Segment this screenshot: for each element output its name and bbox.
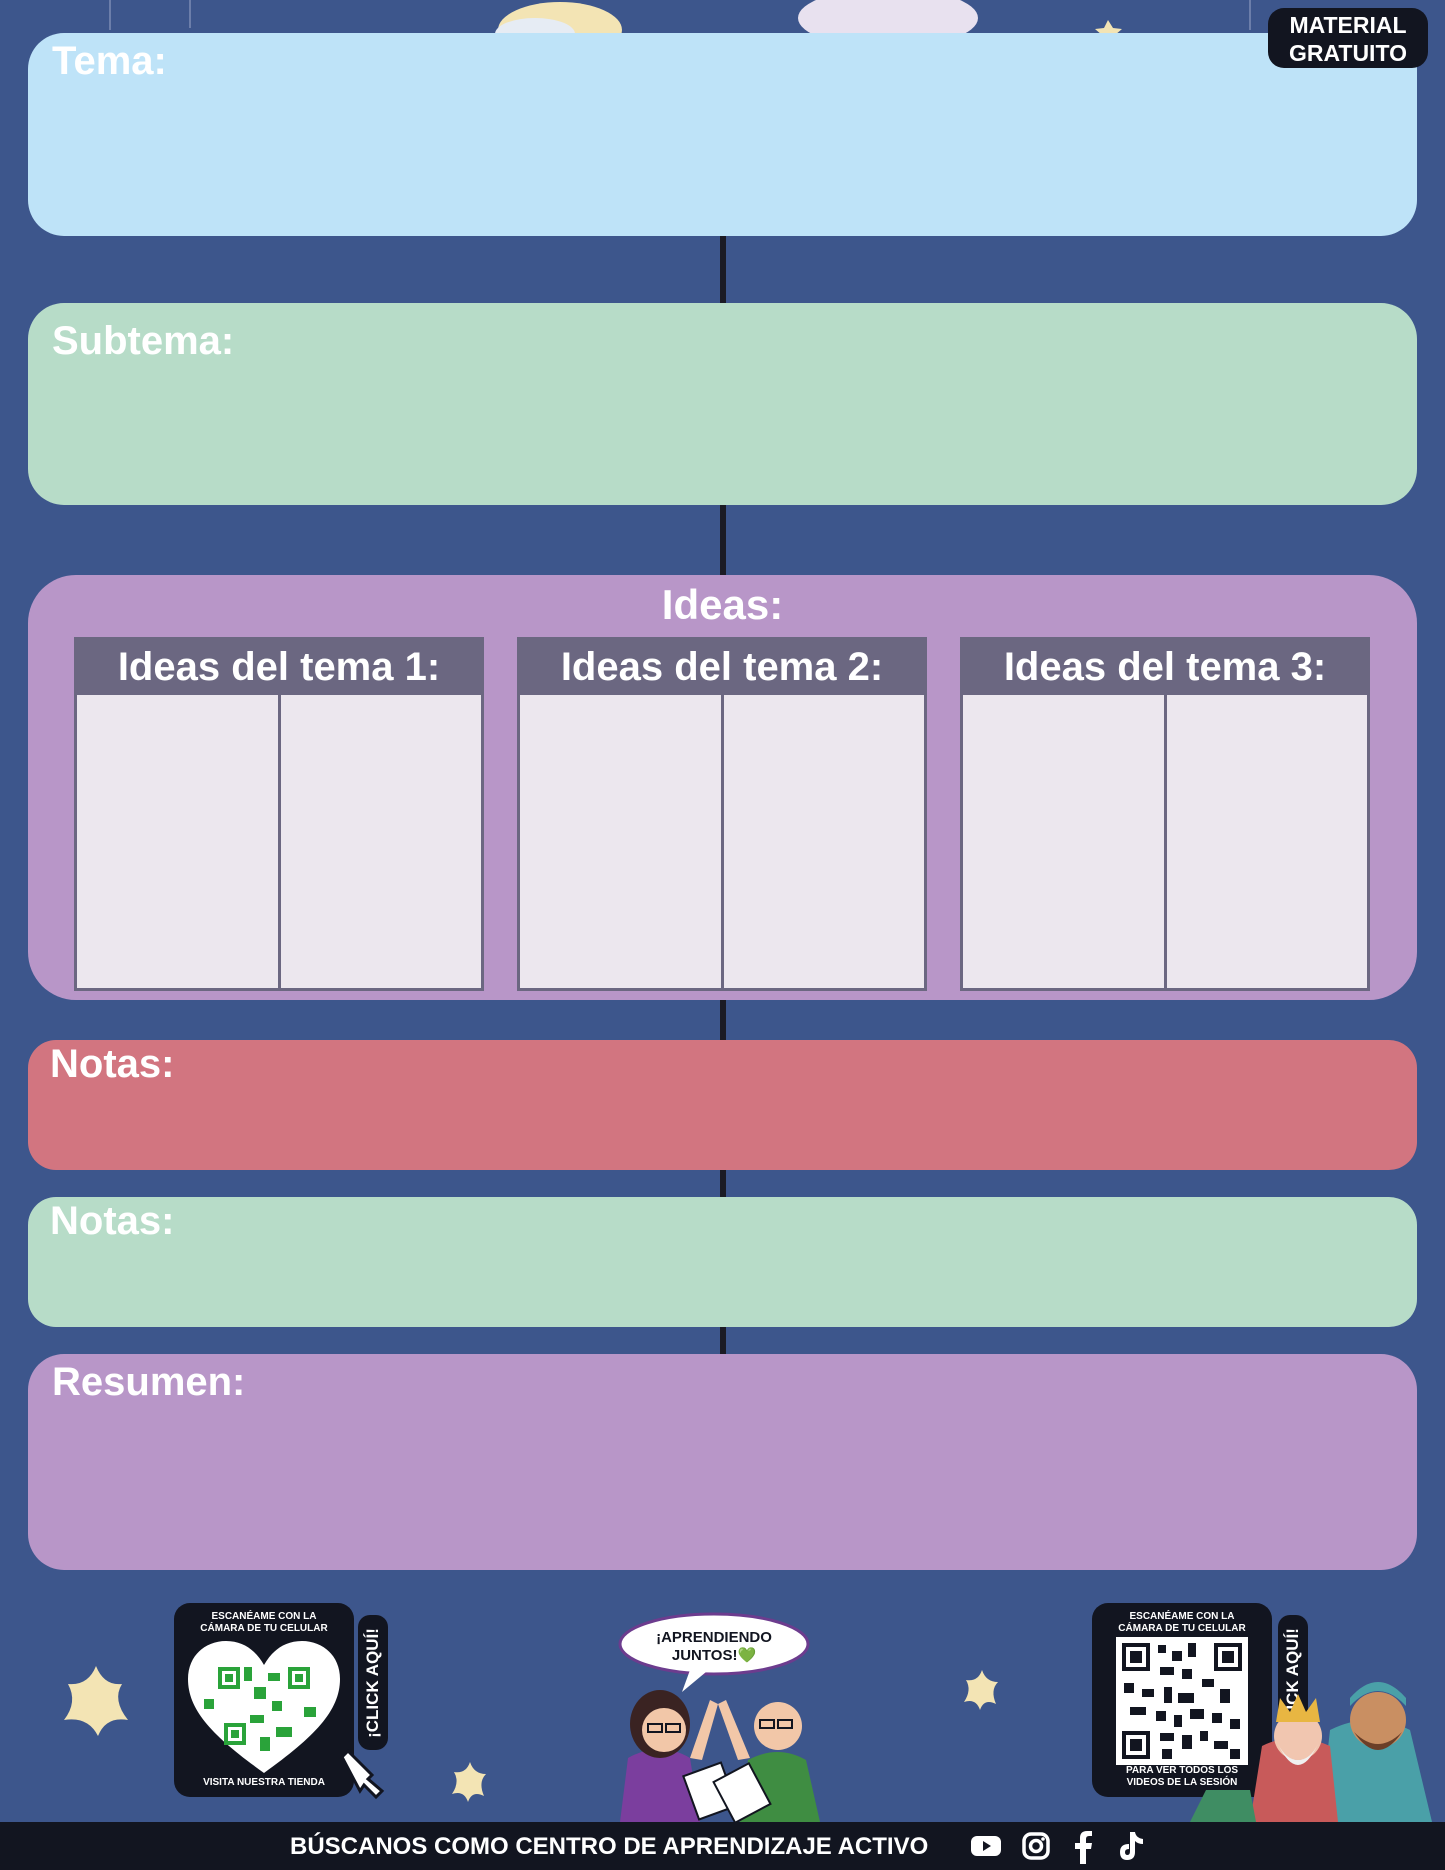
ideas-table-1-cell-right[interactable] [277,695,482,988]
ideas-table-1-title: Ideas del tema 1: [77,640,481,695]
star-icon [64,1666,128,1736]
notas-panel-red[interactable]: Notas: [28,1040,1417,1170]
ideas-table-2: Ideas del tema 2: [517,637,927,991]
tiktok-icon[interactable] [1116,1830,1146,1862]
top-decoration [109,0,1251,40]
click-here-button-store[interactable]: ¡CLICK AQUÍ! [358,1615,388,1750]
heart-qr-code-icon [188,1641,340,1773]
facebook-icon[interactable] [1072,1830,1094,1864]
qr-card-videos[interactable]: ESCANÉAME CON LA CÁMARA DE TU CELULAR PA… [1092,1603,1272,1797]
qr-videos-top-line-1: ESCANÉAME CON LA [1129,1611,1235,1622]
ideas-table-2-cell-right[interactable] [720,695,925,988]
notas-red-label: Notas: [50,1042,175,1086]
star-icon [452,1762,486,1802]
qr-videos-bottom-line-2: VIDEOS DE LA SESIÓN [1126,1777,1238,1788]
ideas-panel: Ideas: Ideas del tema 1: Ideas del tema … [28,575,1417,1000]
ideas-table-2-title: Ideas del tema 2: [520,640,924,695]
free-material-badge: MATERIAL GRATUITO [1268,8,1428,68]
speech-bubble-line-1: ¡APRENDIENDO [656,1629,772,1646]
ideas-table-3-cell-right[interactable] [1163,695,1368,988]
ideas-table-3-cell-left[interactable] [963,695,1164,988]
qr-store-top-line-2: CÁMARA DE TU CELULAR [200,1623,328,1634]
ideas-table-1-cell-left[interactable] [77,695,278,988]
qr-code-icon [1116,1637,1248,1765]
qr-store-bottom-text: VISITA NUESTRA TIENDA [203,1777,325,1788]
resumen-label: Resumen: [52,1360,246,1404]
youtube-icon[interactable] [970,1833,1002,1859]
badge-line-1: MATERIAL [1289,12,1407,38]
instagram-icon[interactable] [1022,1832,1050,1860]
footer-bar: BÚSCANOS COMO CENTRO DE APRENDIZAJE ACTI… [0,1822,1445,1870]
mascots-illustration: ¡APRENDIENDO JUNTOS!💚 [618,1612,820,1822]
qr-videos-bottom-line-1: PARA VER TODOS LOS [1125,1765,1239,1776]
tema-panel[interactable]: Tema: [28,33,1417,236]
qr-store-top-text: ESCANÉAME CON LA CÁMARA DE TU CELULAR [174,1611,354,1635]
spine-4 [720,1168,726,1198]
spine-3 [720,998,726,1040]
click-here-store-label: ¡CLICK AQUÍ! [363,1627,382,1738]
qr-videos-bottom-text: PARA VER TODOS LOS VIDEOS DE LA SESIÓN [1092,1765,1272,1789]
ideas-table-2-body [520,695,924,988]
star-icon [964,1670,998,1710]
resumen-panel[interactable]: Resumen: [28,1354,1417,1570]
ideas-table-3-title: Ideas del tema 3: [963,640,1367,695]
ideas-table-3-body [963,695,1367,988]
speech-bubble-line-2: JUNTOS!💚 [672,1646,757,1664]
ideas-table-1-body [77,695,481,988]
three-kings-illustration [1190,1682,1432,1822]
qr-store-top-line-1: ESCANÉAME CON LA [211,1611,317,1622]
ideas-table-1: Ideas del tema 1: [74,637,484,991]
spine-2 [720,505,726,575]
subtema-panel[interactable]: Subtema: [28,303,1417,505]
spine-5 [720,1326,726,1354]
ideas-table-3: Ideas del tema 3: [960,637,1370,991]
footer-text: BÚSCANOS COMO CENTRO DE APRENDIZAJE ACTI… [290,1833,929,1860]
qr-card-store[interactable]: ESCANÉAME CON LA CÁMARA DE TU CELULAR VI… [174,1603,354,1797]
ideas-label: Ideas: [661,581,784,628]
qr-videos-top-line-2: CÁMARA DE TU CELULAR [1118,1623,1246,1634]
ideas-table-2-cell-left[interactable] [520,695,721,988]
notas-panel-green[interactable]: Notas: [28,1197,1417,1327]
pointer-hand-icon [340,1748,385,1800]
tema-label: Tema: [52,39,167,83]
notas-green-label: Notas: [50,1199,175,1243]
badge-line-2: GRATUITO [1289,40,1407,66]
qr-videos-top-text: ESCANÉAME CON LA CÁMARA DE TU CELULAR [1092,1611,1272,1635]
spine-1 [720,236,726,304]
subtema-label: Subtema: [52,319,235,363]
